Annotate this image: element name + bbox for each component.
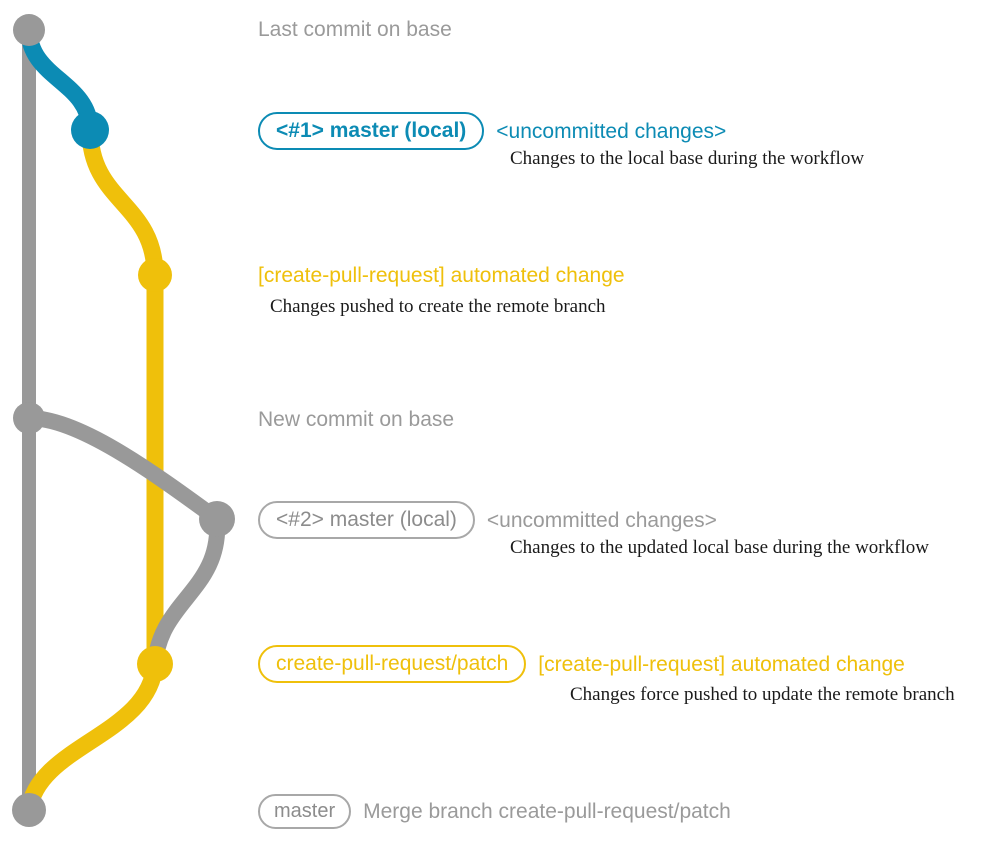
- commit-subject-merge-commit: Merge branch create-pull-request/patch: [363, 800, 731, 823]
- commit-subject-automated-change-1: [create-pull-request] automated change: [258, 264, 625, 287]
- yellow-merge-line: [20, 655, 164, 819]
- commit-row-automated-change-2: create-pull-request/patch [create-pull-r…: [258, 645, 905, 683]
- commit-subject-local-commit-2: <uncommitted changes>: [486, 508, 717, 532]
- commit-note-automated-change-1: Changes pushed to create the remote bran…: [270, 296, 606, 317]
- patch-commit-1-node[interactable]: [138, 258, 172, 292]
- base-head-node[interactable]: [13, 14, 45, 46]
- branch-badge-master-local-2[interactable]: <#2> master (local): [258, 501, 475, 539]
- branch-badge-master[interactable]: master: [258, 794, 352, 829]
- commit-subject-last-commit-on-base: Last commit on base: [258, 18, 452, 41]
- commit-note-local-commit-1: Changes to the local base during the wor…: [510, 148, 865, 169]
- local-commit-1-node[interactable]: [71, 111, 109, 149]
- patch-commit-2-node[interactable]: [137, 646, 173, 682]
- branch-badge-create-pull-request-patch[interactable]: create-pull-request/patch: [258, 645, 527, 683]
- commit-note-local-commit-2: Changes to the updated local base during…: [510, 537, 929, 558]
- commit-subject-automated-change-2: [create-pull-request] automated change: [538, 652, 905, 676]
- local-commit-2-node[interactable]: [199, 501, 235, 537]
- commit-subject-new-commit-on-base: New commit on base: [258, 408, 455, 431]
- branch-badge-master-local-1[interactable]: <#1> master (local): [258, 112, 485, 150]
- yellow-branch-line-1: [81, 121, 164, 284]
- gray-branch-line-2: [147, 511, 226, 672]
- commit-row-local-commit-2: <#2> master (local) <uncommitted changes…: [258, 501, 717, 539]
- base-new-commit-node[interactable]: [13, 402, 45, 434]
- commit-row-merge-commit: master Merge branch create-pull-request/…: [258, 794, 731, 829]
- commit-subject-local-commit-1: <uncommitted changes>: [496, 119, 727, 143]
- commit-row-local-commit-1: <#1> master (local) <uncommitted changes…: [258, 112, 726, 150]
- commit-note-automated-change-2: Changes force pushed to update the remot…: [570, 684, 955, 705]
- merge-commit-node[interactable]: [12, 793, 46, 827]
- gray-branch-line-1: [21, 410, 225, 527]
